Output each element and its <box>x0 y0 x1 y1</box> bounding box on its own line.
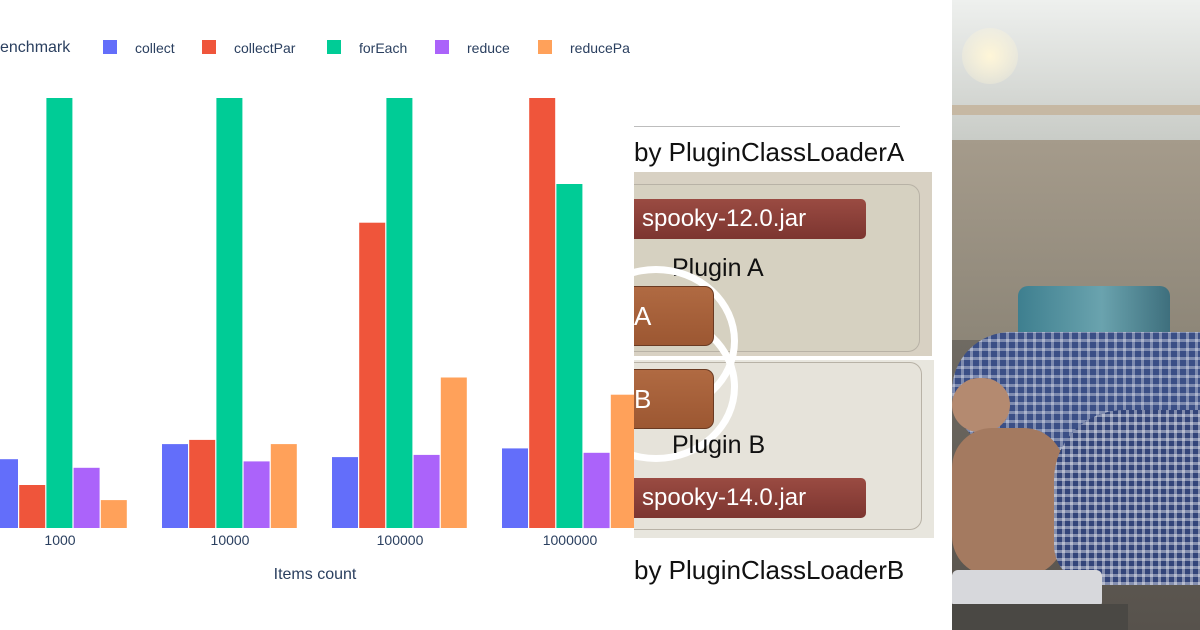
plugin-b-label: Plugin B <box>672 431 766 459</box>
legend-label-0: collect <box>135 40 175 56</box>
bar-reducePar-100000 <box>440 377 467 528</box>
bar-reducePar-1000000 <box>610 394 634 528</box>
legend-swatch-1 <box>202 40 216 54</box>
module-a-block: A <box>634 286 714 346</box>
bar-collect-1000000 <box>502 448 528 528</box>
bar-reduce-1000000 <box>583 452 610 529</box>
bar-forEach-1000 <box>46 98 73 528</box>
bar-reduce-1000 <box>73 467 100 528</box>
legend-swatch-3 <box>435 40 449 54</box>
bar-collectPar-100000 <box>359 222 386 528</box>
legend-swatch-0 <box>103 40 117 54</box>
legend-label-4: reducePa <box>570 40 630 56</box>
jar-a-block: spooky-12.0.jar <box>634 199 866 239</box>
bar-collectPar-1000 <box>19 485 46 528</box>
bar-reduce-10000 <box>243 461 270 528</box>
legend-label-1: collectPar <box>234 40 296 56</box>
bar-collect-10000 <box>162 444 188 528</box>
legend-label-3: reduce <box>467 40 510 56</box>
jar-b-block: spooky-14.0.jar <box>634 478 866 518</box>
module-b-block: B <box>634 369 714 429</box>
bar-forEach-10000 <box>216 98 243 528</box>
bar-forEach-1000000 <box>556 184 583 528</box>
photo-hand-upper <box>952 378 1010 432</box>
photo-light <box>962 28 1018 84</box>
loader-a-label: by PluginClassLoaderA <box>634 137 905 167</box>
x-tick-label: 100000 <box>377 532 424 548</box>
legend-swatch-4 <box>538 40 552 54</box>
bar-reduce-100000 <box>413 454 440 528</box>
classloader-diagram: by PluginClassLoaderA spooky-12.0.jar Pl… <box>634 0 952 630</box>
legend-label-2: forEach <box>359 40 407 56</box>
legend-swatch-2 <box>327 40 341 54</box>
x-tick-label: 10000 <box>211 532 250 548</box>
bar-collect-100000 <box>332 457 358 528</box>
bar-collectPar-10000 <box>189 439 216 528</box>
photo-window-frame <box>952 105 1200 115</box>
photo-laptop <box>952 570 1102 608</box>
legend-title: enchmark <box>0 39 71 56</box>
bar-collect-1000 <box>0 459 18 528</box>
x-tick-label: 1000 <box>44 532 75 548</box>
divider-line <box>634 126 900 127</box>
loader-b-label: by PluginClassLoaderB <box>634 555 905 585</box>
bar-reducePar-1000 <box>100 500 127 528</box>
photo-hand-lower <box>952 428 1064 576</box>
x-tick-label: 1000000 <box>543 532 598 548</box>
x-axis-title: Items count <box>274 566 357 583</box>
bar-reducePar-10000 <box>270 444 297 528</box>
bar-collectPar-1000000 <box>529 98 556 528</box>
photo-laptop-edge <box>952 604 1128 630</box>
photo-sleeve-lower <box>1054 410 1200 585</box>
laptop-photo <box>952 0 1200 630</box>
bar-forEach-100000 <box>386 98 413 528</box>
